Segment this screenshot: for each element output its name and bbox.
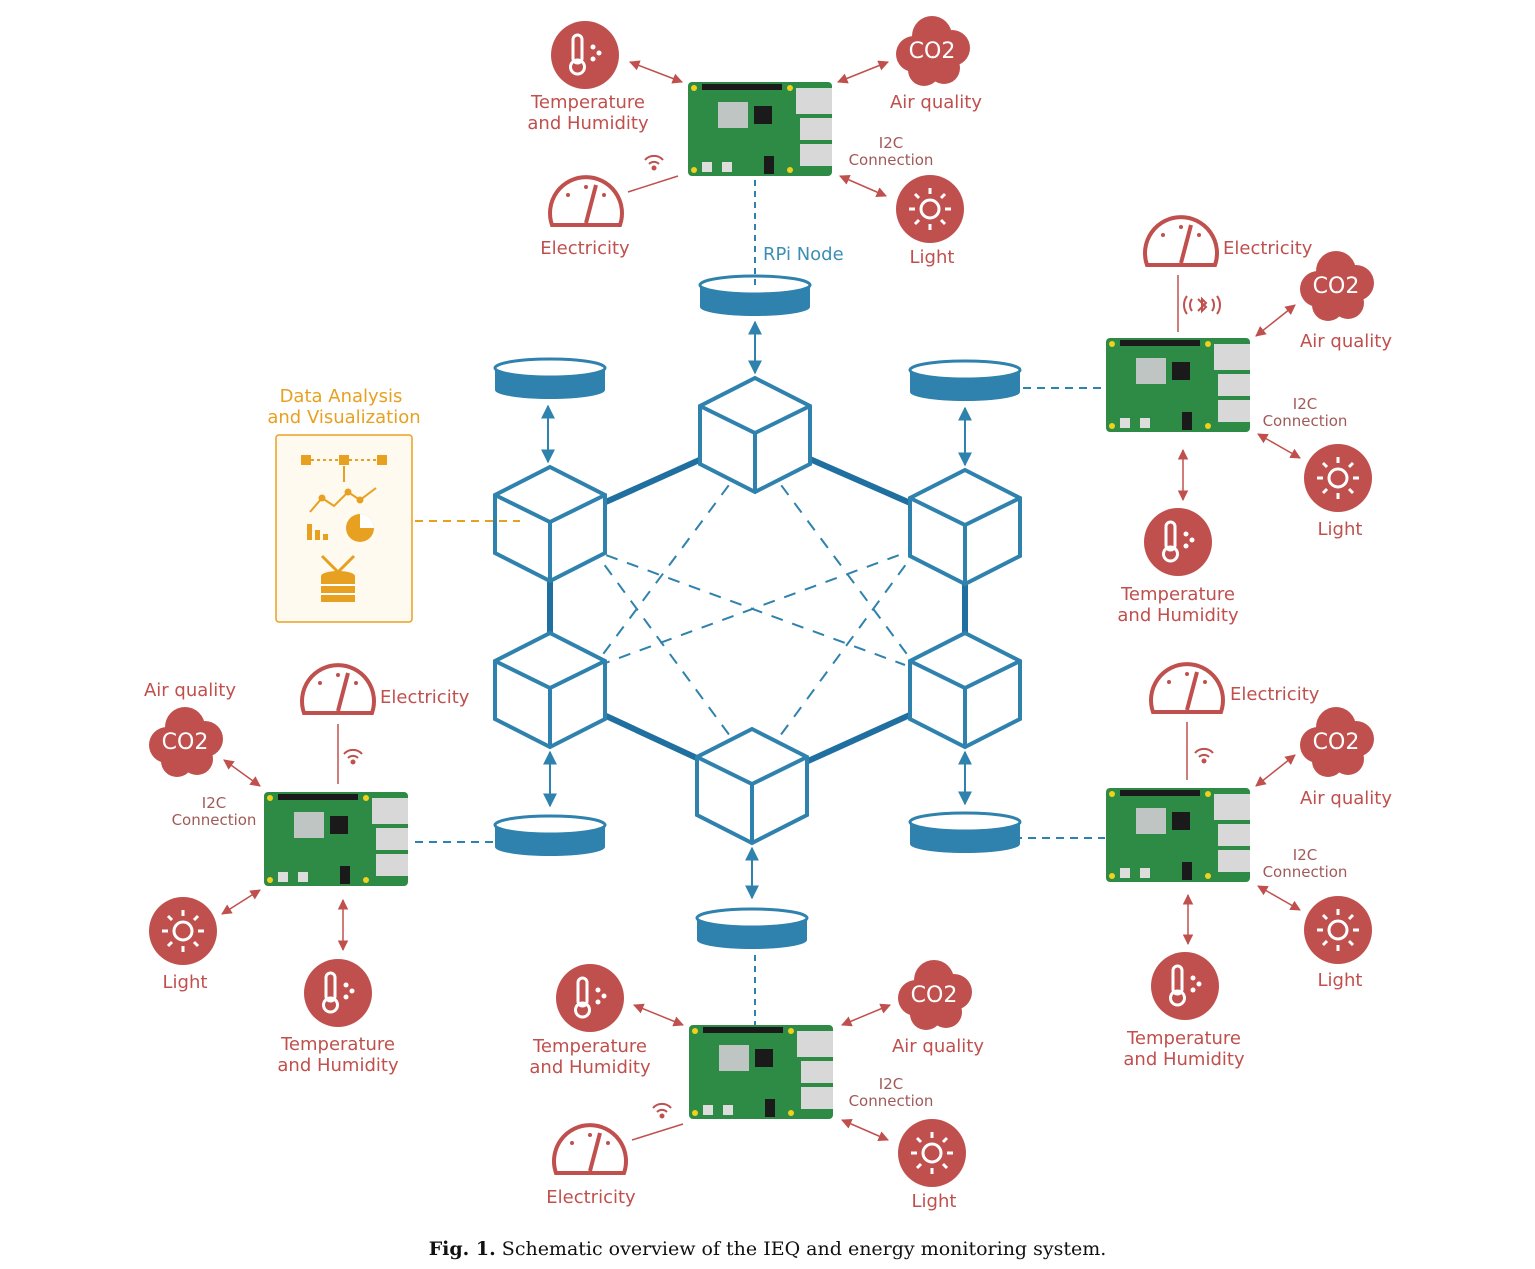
temperature-label: Temperature [1126,1028,1241,1049]
sensor-cluster-right-lower: Electricity CO2 Air quality I2C Connecti… [1106,662,1392,1070]
light-label: Light [1318,970,1363,991]
analysis-title-line2: and Visualization [267,407,420,428]
caption-prefix: Fig. 1. [428,1238,496,1260]
air-quality-label: Air quality [1300,788,1392,809]
electricity-label: Electricity [380,687,470,708]
light-label: Light [910,247,955,268]
database-icon [493,814,607,856]
i2c-label: I2C [1293,395,1317,413]
raspberry-pi-board-icon [1106,788,1250,882]
blockchain-cube-icon [698,375,812,495]
gauge-icon [552,1123,628,1175]
i2c-label: I2C [879,1075,903,1093]
air-quality-label: Air quality [144,680,236,701]
database-icon [493,357,607,399]
sensor-cluster-left: Air quality CO2 I2C Connection Electrici… [144,663,470,1076]
thermometer-icon [1144,508,1212,576]
co2-cloud-icon: CO2 [1300,251,1374,321]
humidity-label: and Humidity [1123,1049,1245,1070]
sensor-cluster-top: Temperature and Humidity CO2 Air quality… [527,16,982,268]
i2c-label: I2C [879,134,903,152]
sensor-cluster-bottom: Temperature and Humidity CO2 Air quality… [529,960,984,1212]
electricity-label: Electricity [1230,684,1320,705]
humidity-label: and Humidity [527,113,649,134]
electricity-label: Electricity [546,1187,636,1208]
co2-cloud-icon: CO2 [898,960,972,1030]
co2-text: CO2 [911,983,958,1008]
light-label: Light [163,972,208,993]
caption-text: Schematic overview of the IEQ and energy… [501,1238,1107,1260]
co2-cloud-icon: CO2 [896,16,970,86]
humidity-label: and Humidity [1117,605,1239,626]
sun-icon [149,897,217,965]
database-icon [908,811,1022,853]
raspberry-pi-board-icon [688,82,832,176]
blockchain-cube-icon [908,630,1022,750]
sun-icon [898,1119,966,1187]
gauge-icon [1149,662,1225,714]
database-icon [695,907,809,949]
wifi-icon [644,154,664,171]
sun-icon [1304,444,1372,512]
sun-icon [1304,896,1372,964]
connection-label: Connection [849,1092,934,1110]
wifi-icon [343,748,363,765]
figure-caption: Fig. 1. Schematic overview of the IEQ an… [0,1238,1535,1260]
temperature-label: Temperature [280,1034,395,1055]
raspberry-pi-board-icon [264,792,408,886]
thermometer-icon [1151,952,1219,1020]
i2c-label: I2C [202,794,226,812]
co2-text: CO2 [1313,730,1360,755]
raspberry-pi-board-icon [689,1025,833,1119]
connection-label: Connection [172,811,257,829]
co2-cloud-icon: CO2 [149,707,223,777]
temperature-label: Temperature [532,1036,647,1057]
blockchain-cube-icon [695,726,809,846]
humidity-label: and Humidity [277,1055,399,1076]
database-icon [698,274,812,316]
connection-label: Connection [849,151,934,169]
co2-text: CO2 [162,730,209,755]
blockchain-network [493,375,1022,846]
blockchain-cube-icon [493,464,607,584]
connection-label: Connection [1263,412,1348,430]
temperature-label: Temperature [530,92,645,113]
blockchain-cube-icon [493,630,607,750]
network-dashed-links [564,449,941,771]
air-quality-label: Air quality [890,92,982,113]
air-quality-label: Air quality [1300,331,1392,352]
wifi-icon [1194,747,1214,764]
electricity-label: Electricity [1223,238,1313,259]
humidity-label: and Humidity [529,1057,651,1078]
blockchain-cube-icon [908,467,1022,587]
co2-text: CO2 [1313,274,1360,299]
light-label: Light [912,1191,957,1212]
data-analysis-panel: Data Analysis and Visualization [267,386,520,623]
database-nodes [415,180,1105,1025]
rpi-node-label: RPi Node [763,244,844,265]
temperature-label: Temperature [1120,584,1235,605]
thermometer-icon [551,21,619,89]
connection-label: Connection [1263,863,1348,881]
co2-text: CO2 [909,39,956,64]
light-label: Light [1318,519,1363,540]
wifi-icon [652,1102,672,1119]
analysis-title-line1: Data Analysis [280,386,403,407]
electricity-label: Electricity [540,238,630,259]
i2c-label: I2C [1293,846,1317,864]
chart-icon [301,455,387,602]
thermometer-icon [556,964,624,1032]
air-quality-label: Air quality [892,1036,984,1057]
sun-icon [896,175,964,243]
bluetooth-icon [1183,295,1221,315]
gauge-icon [1143,215,1219,267]
gauge-icon [300,663,376,715]
raspberry-pi-board-icon [1106,338,1250,432]
gauge-icon [548,175,624,227]
thermometer-icon [304,959,372,1027]
sensor-cluster-right-upper: Electricity CO2 Air quality I2C Connecti… [1106,215,1392,626]
co2-cloud-icon: CO2 [1300,707,1374,777]
database-icon [908,359,1022,401]
